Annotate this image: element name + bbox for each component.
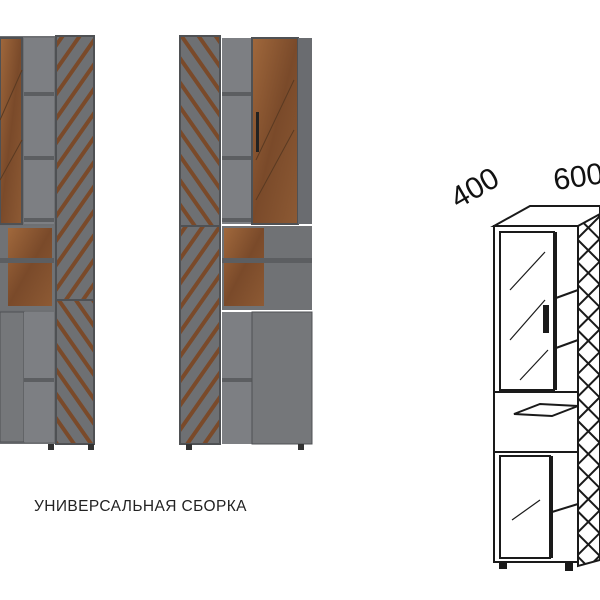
cabinet-line-drawing <box>490 205 600 571</box>
cabinet-left <box>0 35 95 450</box>
assembly-caption: УНИВЕРСАЛЬНАЯ СБОРКА <box>34 498 247 515</box>
dimension-width-label: 600 <box>551 157 600 198</box>
cabinet-right <box>179 35 313 450</box>
